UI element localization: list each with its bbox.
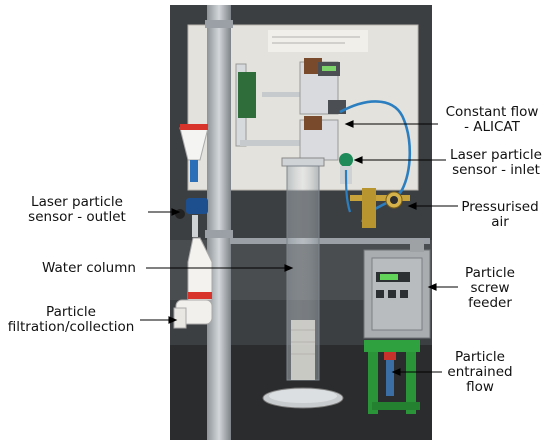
label-sensor-inlet: Laser particle sensor - inlet [450, 147, 542, 178]
label-constant-flow: Constant flow - ALICAT [445, 104, 539, 135]
label-sensor-outlet: Laser particle sensor - outlet [28, 194, 126, 225]
label-entrained-flow: Particle entrained flow [447, 349, 513, 395]
inlet-valve [339, 153, 353, 167]
annotation-arrows [140, 120, 458, 376]
label-filtration: Particle filtration/collection [7, 304, 135, 335]
filtration-bottle [187, 237, 213, 301]
green-stand [364, 340, 420, 352]
label-pressurised-air: Pressurised air [461, 199, 539, 230]
steel-rail [207, 5, 231, 440]
air-tube [339, 100, 412, 223]
label-screw-feeder: Particle screw feeder [465, 265, 515, 311]
air-regulator [350, 195, 410, 201]
label-water-column: Water column [42, 260, 136, 276]
